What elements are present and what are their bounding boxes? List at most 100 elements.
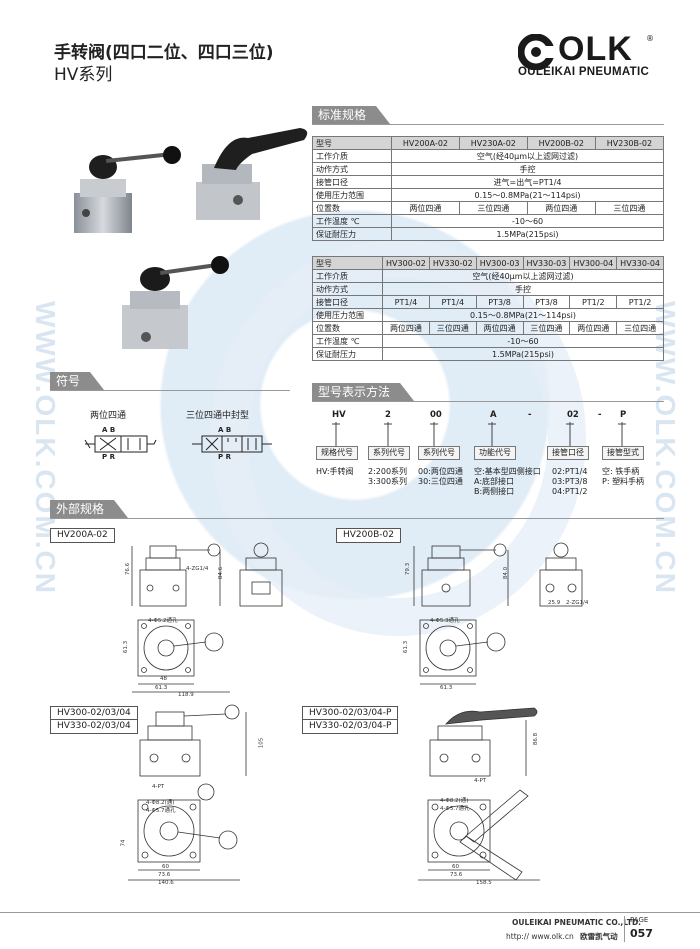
spec-value: 0.15～0.8MPa(21～114psi) [391,188,664,202]
drawing-hv300-front [139,704,247,777]
spec-header-model: HV330-03 [522,256,571,270]
table-row: 位置数 两位四通 三位四通 两位四通 三位四通 两位四通 三位四通 [311,321,664,335]
section-label-spec: 标准规格 [312,106,391,124]
spec-value: -10～60 [391,214,664,228]
three-position-valve-icon [192,435,272,453]
dimension-label: 86.8 [533,732,540,746]
model-code-desc: 空:基本型四侧接口 A:底部接口 B:两侧接口 [474,467,541,496]
spec-cell: 两位四通 [569,321,618,335]
registered-mark: ® [646,34,654,43]
spec-key: 位置数 [311,321,384,335]
spec-value: 手控 [391,162,664,176]
dimension-label: 61.3 [155,685,168,691]
spec-cell: PT1/2 [569,295,618,309]
footer-divider [0,912,700,913]
spec-key: 保证耐压力 [311,347,384,361]
spec-key: 工作温度 ℃ [312,214,392,228]
spec-value: -10～60 [382,334,664,348]
table-row: 工作温度 ℃-10～60 [312,214,664,228]
spec-value: 空气(经40μm以上滤网过滤) [382,269,664,283]
spec-key: 工作介质 [311,269,384,283]
table-row: 工作介质空气(经40μm以上滤网过滤) [312,149,664,163]
spec-key: 工作介质 [312,149,392,163]
symbol-label-three-position: 三位四通中封型 [186,411,250,421]
table-row: 接管口径 PT1/4 PT1/4 PT3/8 PT3/8 PT1/2 PT1/2 [311,295,664,309]
dimension-label: 76.6 [125,562,132,576]
spec-table-hv300: 型号 HV300-02 HV330-02 HV300-03 HV330-03 H… [311,256,664,361]
spec-cell: 两位四通 [391,201,460,215]
table-row: 动作方式手控 [311,282,664,296]
symbol-label-two-position: 两位四通 [90,411,127,421]
dimension-label: 61.3 [403,640,410,654]
model-code-part: A [490,410,497,420]
product-photo-hv300 [122,256,229,349]
spec-value: 1.5MPa(215psi) [382,347,664,361]
footer-brand: 欧雷凯气动 [580,932,618,941]
spec-value: 手控 [382,282,664,296]
spec-header-model: HV300-04 [569,256,618,270]
spec-table-hv200: 型号 HV200A-02 HV230A-02 HV200B-02 HV230B-… [312,136,665,241]
model-code-label: 接管型式 [602,446,644,460]
spec-cell: PT3/8 [475,295,524,309]
drawing-hv300p-top [418,789,540,881]
spec-value: 进气=出气=PT1/4 [391,175,664,189]
section-header-spec: 标准规格 [312,106,664,125]
dimension-label: 4-Φ5.3通孔 [430,618,460,624]
dimension-label: 74 [120,839,127,847]
drawing-hv300p-front [429,707,538,777]
dimension-label: 4-Φ5.7通孔 [146,808,176,814]
dimension-label: 4-Φ5.2通孔 [148,618,178,624]
spec-header-model: HV230B-02 [594,136,665,150]
footer-vertical-divider [624,916,625,942]
spec-key: 位置数 [312,201,392,215]
section-header-symbol: 符号 [50,372,290,391]
spec-header-model: HV330-02 [428,256,477,270]
spec-value: 空气(经40μm以上滤网过滤) [391,149,664,163]
port-label-ab: A B [218,426,232,434]
footer-page-label: PAGE [630,916,649,924]
spec-header-model: HV200B-02 [526,136,596,150]
table-row: 位置数 两位四通 三位四通 两位四通 三位四通 [312,201,665,215]
section-header-model-code: 型号表示方法 [312,383,664,402]
dimension-label: 84.0 [503,566,510,580]
model-code-part: 00 [430,410,442,420]
dimension-label: 105 [258,737,265,749]
logo-subtitle: OULEIKAI PNEUMATIC [518,66,650,78]
spec-cell: 三位四通 [616,321,664,335]
drawing-hv200a-top [132,619,230,693]
spec-cell: PT3/8 [522,295,571,309]
spec-key: 接管口径 [312,175,392,189]
dimension-label: 158.5 [476,880,492,886]
outline-tag-hv300p-b: HV330-02/03/04-P [302,719,399,734]
spec-cell: 三位四通 [522,321,571,335]
model-code-connectors [332,422,626,446]
spec-key: 工作温度 ℃ [311,334,384,348]
drawing-hv200b-side [539,542,583,607]
section-label-model-code: 型号表示方法 [312,383,415,401]
spec-header-model: HV300-02 [382,256,430,270]
dimension-label: 4-Φ8.2(通) [440,798,469,804]
spec-key: 使用压力范围 [312,188,392,202]
page-title: 手转阀(四口二位、四口三位) [54,43,274,63]
logo-mark-icon [518,34,554,70]
watermark-text-left: WWW.OLK.COM.CN [30,301,61,595]
page-subtitle: HV系列 [54,65,113,85]
drawing-hv300-top [128,783,240,881]
model-code-label: 接管口径 [547,446,589,460]
drawing-hv200a-front [131,543,221,607]
port-label-pr: P R [218,453,231,461]
table-row: 工作温度 ℃-10～60 [311,334,664,348]
table-row: 动作方式手控 [312,162,664,176]
spec-header-model: HV300-03 [475,256,524,270]
port-label-ab: A B [102,426,116,434]
spec-value: 1.5MPa(215psi) [391,227,664,241]
model-code-part: HV [332,410,346,420]
spec-key: 保证耐压力 [312,227,392,241]
symbol-three-position: A B P R [188,426,278,466]
spec-key: 接管口径 [311,295,384,309]
spec-header-model: HV330-04 [616,256,664,270]
